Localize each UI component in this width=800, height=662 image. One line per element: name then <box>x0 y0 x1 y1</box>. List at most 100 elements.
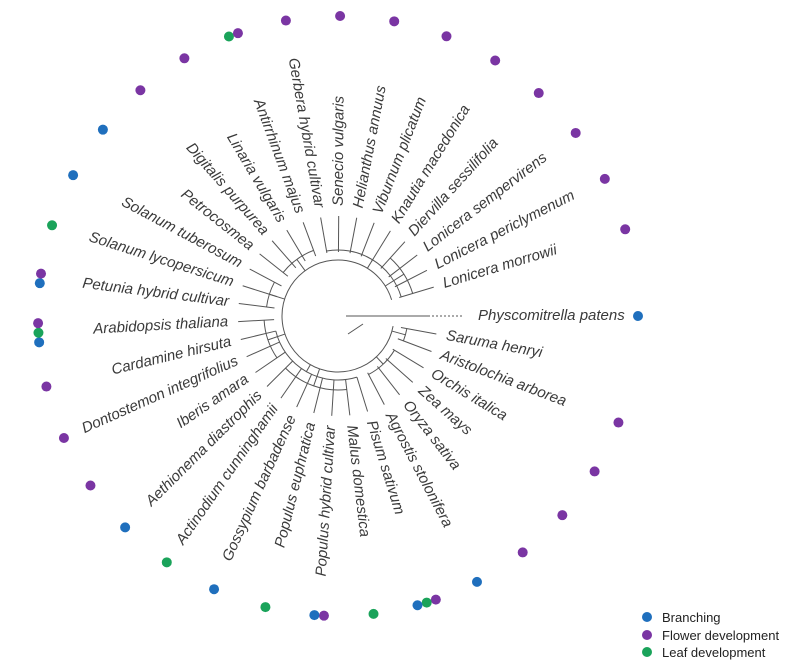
trait-dot-flower <box>318 610 329 621</box>
legend-swatch-flower <box>642 630 652 640</box>
branch-tip <box>286 229 306 262</box>
trait-markers <box>33 11 643 621</box>
trait-dot-branching <box>34 337 45 348</box>
trait-dot-flower <box>613 417 624 428</box>
trait-dot-leaf <box>260 602 271 613</box>
trait-dot-branching <box>68 170 79 181</box>
branch-main-arc <box>281 259 394 373</box>
legend: Branching Flower development Leaf develo… <box>642 610 779 660</box>
branch-clade-stem <box>313 368 321 387</box>
branch-clade-stem <box>385 273 405 287</box>
branch-tip <box>271 240 297 269</box>
trait-dot-flower <box>135 85 146 96</box>
legend-label-flower: Flower development <box>662 628 779 643</box>
trait-dot-flower <box>430 594 441 605</box>
branch-tip <box>388 254 418 278</box>
branch-tip <box>371 230 391 262</box>
branch-tip <box>255 351 286 373</box>
branch-tip <box>240 330 276 341</box>
trait-dot-branching <box>471 576 482 587</box>
trait-dot-flower <box>232 28 243 39</box>
branch-tip <box>259 253 289 277</box>
trait-dot-flower <box>335 11 346 22</box>
branch-clade-arc <box>263 320 278 359</box>
trait-dot-leaf <box>33 327 44 338</box>
trait-dot-flower <box>557 510 568 521</box>
branch-tip <box>266 360 293 387</box>
trait-dot-flower <box>85 480 96 491</box>
branch-tip <box>400 327 437 335</box>
branch-tip <box>377 366 400 396</box>
legend-swatch-leaf <box>642 647 652 657</box>
branch-tip <box>345 379 351 416</box>
trait-dot-flower <box>36 268 47 279</box>
legend-label-leaf: Leaf development <box>662 645 766 660</box>
trait-dot-leaf <box>421 597 432 608</box>
branch-tip <box>313 377 324 414</box>
tree-branches <box>238 215 463 416</box>
taxon-label: Arabidopsis thaliana <box>92 313 229 338</box>
trait-dot-flower <box>570 127 581 138</box>
trait-dot-flower <box>441 31 452 42</box>
trait-dot-branching <box>633 311 643 321</box>
branch-tip <box>392 348 424 369</box>
trait-dot-branching <box>34 278 45 289</box>
trait-dot-flower <box>533 88 544 99</box>
branch-clade-stem <box>267 333 286 341</box>
branch-clade-arc <box>326 249 402 298</box>
trait-dot-branching <box>97 124 108 135</box>
trait-dot-leaf <box>368 608 379 619</box>
branch-tip <box>280 368 302 399</box>
trait-dot-branching <box>120 522 131 533</box>
trait-dot-flower <box>41 381 52 392</box>
branch-tip <box>397 338 432 352</box>
branch-tip <box>331 379 335 416</box>
trait-dot-branching <box>412 600 423 611</box>
branch-tip <box>356 376 369 412</box>
branch-tip <box>246 341 280 358</box>
trait-dot-flower <box>589 466 600 477</box>
taxon-label: Physcomitrella patens <box>478 307 625 324</box>
branch-clade-arc <box>275 330 358 381</box>
branch-tip <box>238 302 275 309</box>
trait-dot-flower <box>58 433 69 444</box>
trait-dot-flower <box>389 16 400 27</box>
branch-tip <box>385 358 414 383</box>
branch-tip <box>399 286 434 298</box>
branch-tip <box>360 222 375 257</box>
legend-swatch-branching <box>642 612 652 622</box>
branch-tip <box>394 269 428 288</box>
trait-dot-flower <box>280 15 291 26</box>
trait-dot-flower <box>33 318 44 329</box>
branch-tip <box>349 217 358 254</box>
trait-dot-flower <box>620 224 631 235</box>
branch-tip <box>302 222 317 257</box>
trait-dot-flower <box>599 173 610 184</box>
branch-clade-stem <box>391 330 406 336</box>
branch-clade-stem <box>305 364 311 372</box>
trait-dot-flower <box>517 547 528 558</box>
trait-dot-flower <box>179 53 190 64</box>
trait-dot-flower <box>490 55 501 66</box>
branch-tip <box>320 217 328 254</box>
taxon-label: Senecio vulgaris <box>330 95 348 206</box>
branch-tip <box>367 372 385 405</box>
legend-label-branching: Branching <box>662 610 721 625</box>
branch-root-stub <box>347 323 364 335</box>
branch-tip <box>249 268 282 287</box>
branch-tip <box>242 285 278 298</box>
branch-tip <box>238 319 275 323</box>
branch-clade-arc <box>282 249 314 273</box>
trait-dot-leaf <box>47 220 58 231</box>
trait-dot-branching <box>209 584 220 595</box>
branch-clade-stem <box>296 259 306 271</box>
trait-dot-leaf <box>223 31 234 42</box>
taxon-label: Populus hybrid cultivar <box>313 424 340 577</box>
branch-tip <box>380 241 406 269</box>
branch-tip <box>296 374 313 408</box>
trait-dot-branching <box>309 610 320 621</box>
branch-clade-stem <box>375 356 384 365</box>
trait-dot-leaf <box>161 557 172 568</box>
